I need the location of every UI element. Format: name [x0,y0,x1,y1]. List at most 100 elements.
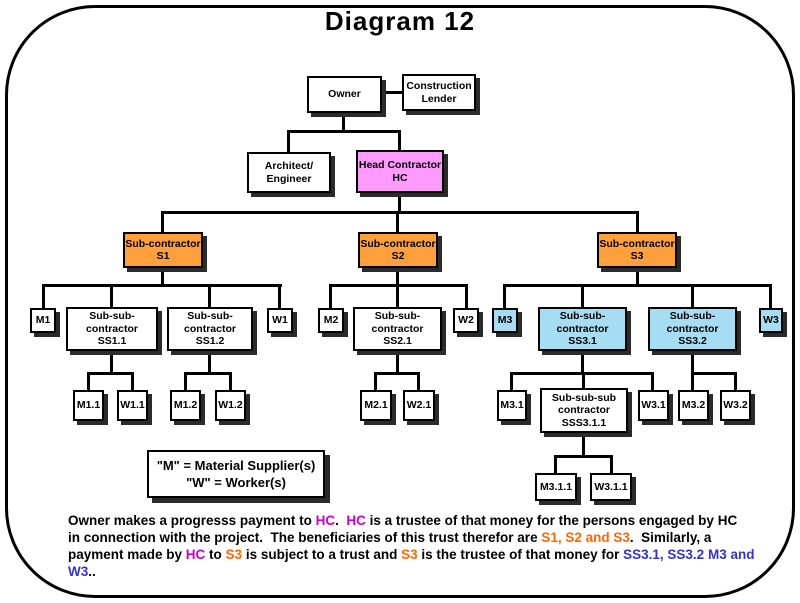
note-segment: S1, S2 and S3 [541,530,630,545]
node-w2: W2 [453,308,479,333]
connector [610,455,613,473]
note-segment: HC [315,513,336,528]
note-segment: . [335,513,347,528]
connector [184,372,232,375]
connector [161,211,164,233]
node-ss1-1: Sub-sub- contractor SS1.1 [66,307,158,351]
node-sub-contractor-s3: Sub-contractor S3 [597,232,677,268]
connector [691,350,694,390]
rounded-border [5,5,795,598]
note-text: Owner makes a progresss payment to HC. H… [68,512,780,580]
node-construction-lender: Construction Lender [402,74,476,111]
connector [287,130,290,153]
node-m3-1: M3.1 [497,390,527,421]
note-segment: Owner makes a progresss payment to [68,513,316,528]
node-ss1-2: Sub-sub- contractor SS1.2 [167,307,253,351]
connector [651,372,654,390]
node-w1-2: W1.2 [215,390,246,421]
node-sss3-1-1: Sub-sub-sub contractor SSS3.1.1 [540,388,628,433]
page-title: Diagram 12 [324,6,476,36]
connector [184,372,187,390]
connector [398,192,401,213]
node-ss3-1: Sub-sub- contractor SS3.1 [538,307,627,351]
note-segment: . Similarly, a payment made by [68,530,712,562]
note-segment: .. [88,564,96,579]
node-m1-1: M1.1 [73,390,104,421]
node-sub-contractor-s1: Sub-contractor S1 [123,232,203,268]
connector [554,455,613,458]
connector [278,284,281,309]
connector [396,350,399,374]
note-segment: SS3.1, SS3.2 M3 and W3 [68,547,759,579]
legend-box: "M" = Material Supplier(s) "W" = Worker(… [147,450,325,498]
connector [465,284,468,309]
connector [581,350,584,374]
connector [381,91,403,94]
connector [87,372,90,390]
node-architect-engineer: Architect/ Engineer [247,152,331,193]
connector [417,372,420,390]
connector [636,211,639,233]
connector [342,112,345,132]
legend-line-worker: "W" = Worker(s) [186,475,286,490]
node-w3-1: W3.1 [638,390,669,421]
connector [208,350,211,374]
connector [503,284,506,309]
connector [110,350,113,374]
connector [229,372,232,390]
connector [396,211,399,233]
note-segment: S3 [401,547,418,562]
note-segment: to [205,547,226,562]
node-m1-2: M1.2 [170,390,201,421]
connector [581,284,584,308]
node-m3-2: M3.2 [678,390,709,421]
node-m2: M2 [318,308,344,333]
node-w3: W3 [759,308,783,333]
note-segment: is subject to a trust and [242,547,402,562]
note-segment: is the trustee of that money for [417,547,624,562]
connector [503,284,772,287]
note-segment: is a trustee of that money for the perso… [68,513,738,545]
connector [691,284,694,308]
legend-line-material: "M" = Material Supplier(s) [156,458,316,473]
connector [131,372,134,390]
connector [42,284,282,287]
node-m3-1-1: M3.1.1 [535,473,577,501]
node-ss2-1: Sub-sub- contractor SS2.1 [353,307,442,351]
connector [329,284,332,309]
node-w1-1: W1.1 [117,390,148,421]
connector [161,267,164,286]
connector [287,130,401,133]
connector [554,455,557,473]
note-segment: HC [185,547,206,562]
node-sub-contractor-s2: Sub-contractor S2 [358,232,438,268]
node-w1: W1 [267,308,293,333]
node-w2-1: W2.1 [403,390,435,421]
connector [734,372,737,390]
connector [396,284,399,308]
node-head-contractor: Head Contractor HC [356,150,444,193]
connector [582,372,585,388]
connector [396,267,399,286]
connector [769,284,772,309]
connector [636,267,639,286]
connector [582,432,585,457]
node-ss3-2: Sub-sub- contractor SS3.2 [648,307,737,351]
connector [110,284,113,308]
node-w3-2: W3.2 [720,390,751,421]
connector [691,372,737,375]
connector [161,211,639,214]
node-owner: Owner [307,76,382,113]
node-m2-1: M2.1 [360,390,392,421]
connector [374,372,377,390]
connector [374,372,420,375]
connector [398,130,401,151]
connector [510,372,513,390]
note-segment: HC [346,513,366,528]
node-m1: M1 [30,308,56,333]
note-segment: S3 [225,547,243,562]
connector [42,284,45,309]
node-w3-1-1: W3.1.1 [590,473,632,501]
connector [87,372,134,375]
